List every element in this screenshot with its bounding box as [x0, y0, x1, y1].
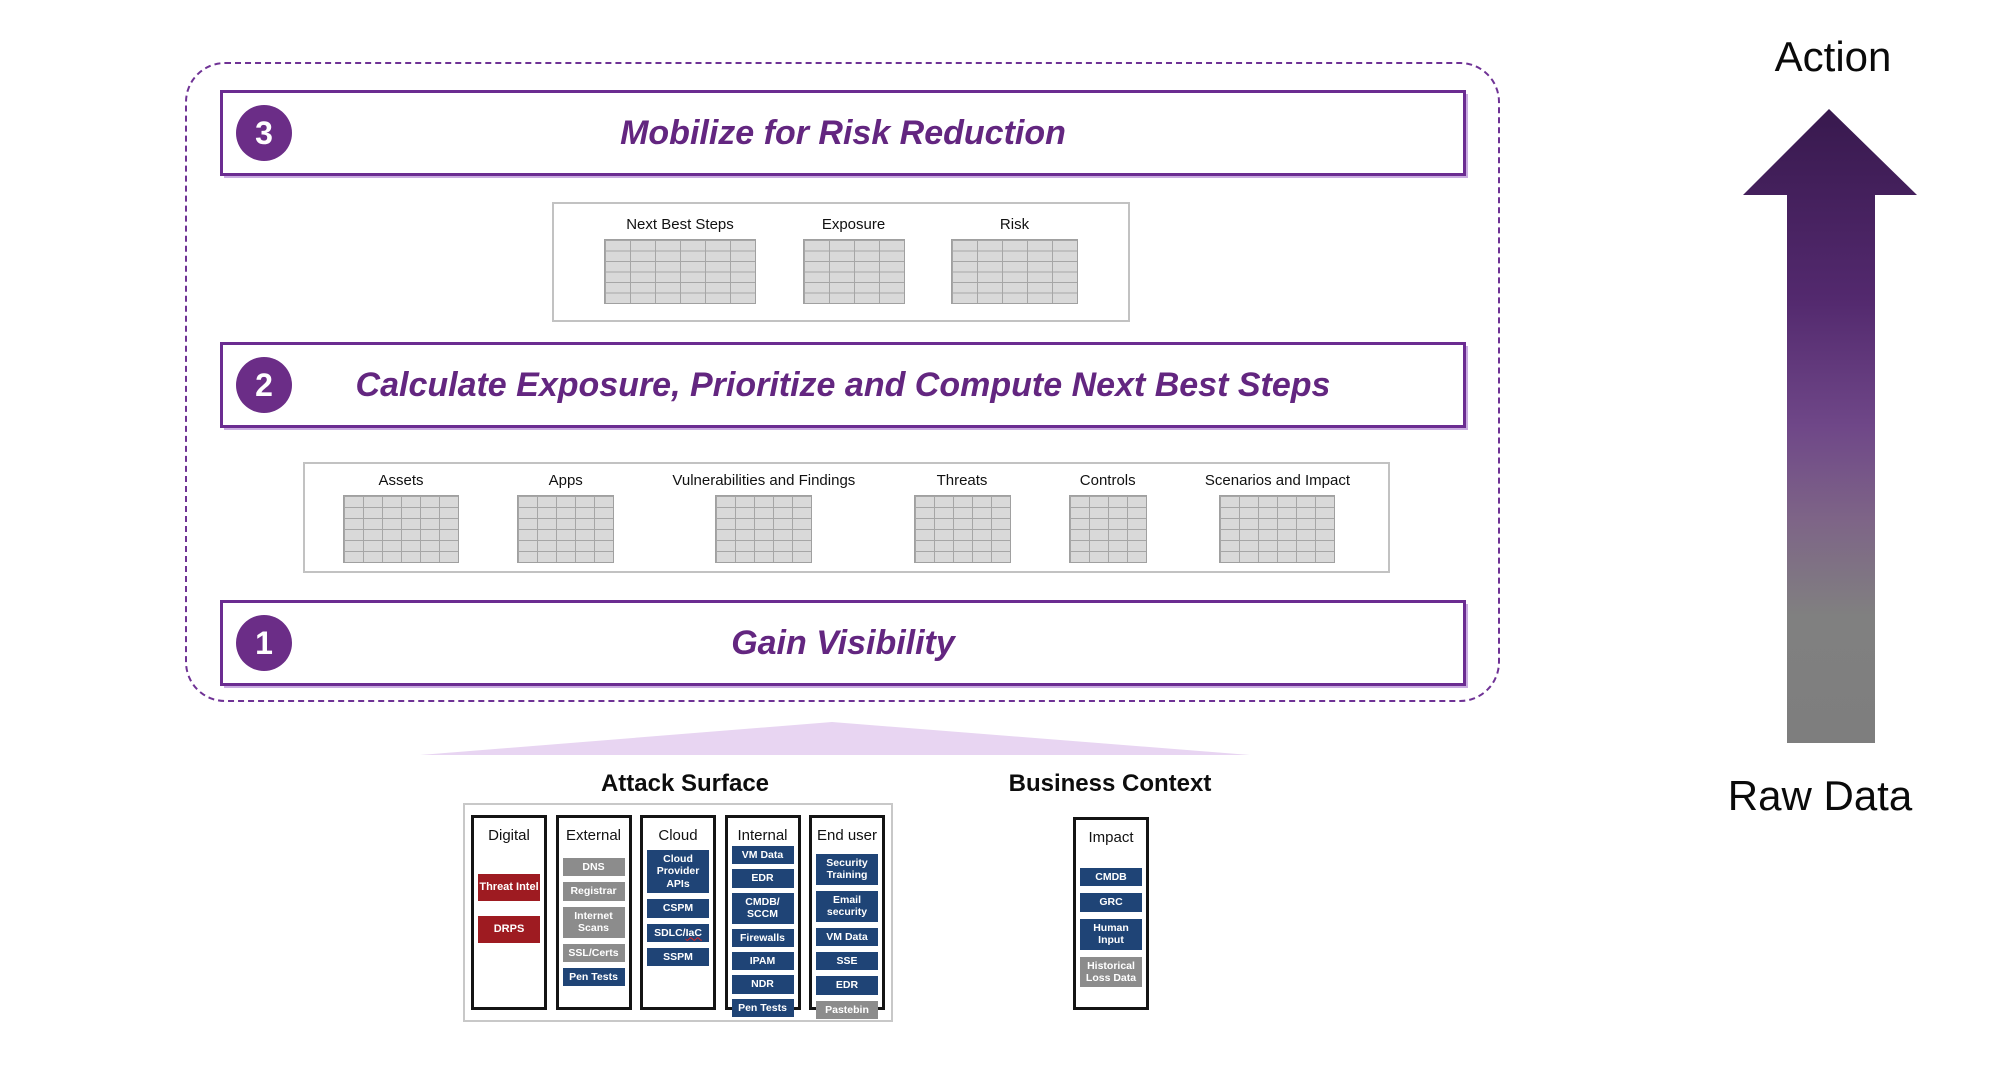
chip-sse: SSE [816, 951, 878, 971]
raw-data-to-action-arrow [1743, 109, 1917, 743]
chip-edr: EDR [731, 869, 794, 888]
chip-pen-tests: Pen Tests [562, 967, 625, 987]
column-header-cloud: Cloud [658, 827, 698, 844]
placeholder-table [802, 239, 905, 304]
arrow-shape [1743, 109, 1917, 743]
placeholder-table [1219, 495, 1336, 563]
pipeline-dashed-frame [185, 62, 1500, 702]
step-1-number-badge: 1 [236, 615, 292, 671]
column-header-external: External [565, 827, 622, 844]
chip-edr: EDR [816, 976, 878, 995]
table-group-apps: Apps [517, 472, 615, 563]
chip-firewalls: Firewalls [731, 928, 794, 947]
chip-ndr: NDR [731, 975, 794, 994]
funnel-triangle [420, 722, 1250, 755]
table-group-scenarios-and-impact: Scenarios and Impact [1205, 472, 1350, 563]
table-group-assets: Assets [343, 472, 459, 563]
chip-sspm: SSPM [647, 947, 709, 967]
chip-security-training: Security Training [816, 854, 878, 885]
table-label: Threats [936, 472, 988, 489]
placeholder-table [951, 239, 1078, 304]
table-label: Exposure [821, 216, 886, 233]
step-1-banner: 1 Gain Visibility [220, 600, 1466, 686]
misspelled-text: IaC [685, 926, 702, 939]
chip-cspm: CSPM [647, 899, 709, 918]
chip-grc: GRC [1080, 893, 1142, 912]
chip-vm-data: VM Data [816, 927, 878, 946]
table-group-next-best-steps: Next Best Steps [604, 216, 756, 304]
chip-vm-data: VM Data [731, 846, 794, 865]
chip-cmdb: CMDB [1080, 868, 1142, 887]
column-header-digital: Digital [488, 827, 530, 844]
column-header-impact: Impact [1088, 829, 1134, 846]
chip-drps: DRPS [478, 915, 540, 943]
chip-ipam: IPAM [731, 951, 794, 971]
column-header-internal: Internal [737, 827, 788, 844]
business-context-title: Business Context [998, 770, 1222, 798]
chip-historical-loss-data: Historical Loss Data [1080, 956, 1142, 988]
placeholder-table [913, 495, 1011, 563]
placeholder-table [517, 495, 615, 563]
inputs-tables-panel: Assets Apps Vulnerabilities and Findings Th… [303, 462, 1390, 573]
step-2-title: Calculate Exposure, Prioritize and Compu… [355, 365, 1331, 404]
table-label: Vulnerabilities and Findings [672, 472, 856, 489]
outputs-tables-panel: Next Best Steps Exposure Risk [552, 202, 1130, 322]
table-label: Risk [999, 216, 1030, 233]
chip-threat-intel: Threat Intel [478, 874, 540, 901]
table-label: Next Best Steps [626, 216, 734, 233]
chip-cloud-provider-apis: Cloud Provider APIs [647, 850, 709, 894]
chip-dns: DNS [562, 858, 625, 877]
placeholder-table [715, 495, 813, 563]
step-3-banner: 3 Mobilize for Risk Reduction [220, 90, 1466, 176]
chip-cmdb-sccm: CMDB/ SCCM [731, 892, 794, 924]
chip-human-input: Human Input [1080, 918, 1142, 950]
chip-sdlc-iac: SDLC/IaC [647, 923, 709, 942]
chip-ssl-certs: SSL/Certs [562, 943, 625, 962]
attack-surface-title: Attack Surface [590, 770, 780, 798]
table-label: Scenarios and Impact [1204, 472, 1350, 489]
table-group-exposure: Exposure [802, 216, 905, 304]
step-3-number-badge: 3 [236, 105, 292, 161]
raw-data-label: Raw Data [1727, 772, 1913, 819]
placeholder-table [1068, 495, 1147, 563]
table-group-threats: Threats [913, 472, 1011, 563]
table-label: Apps [548, 472, 583, 489]
table-group-vulnerabilities-and-findings: Vulnerabilities and Findings [672, 472, 855, 563]
table-group-controls: Controls [1068, 472, 1147, 563]
placeholder-table [343, 495, 459, 563]
chip-pen-tests: Pen Tests [731, 998, 794, 1017]
placeholder-table [604, 239, 756, 304]
step-3-title: Mobilize for Risk Reduction [620, 113, 1066, 152]
chip-registrar: Registrar [562, 882, 625, 901]
chip-internet-scans: Internet Scans [562, 906, 625, 938]
step-2-banner: 2 Calculate Exposure, Prioritize and Comp… [220, 342, 1466, 428]
step-1-title: Gain Visibility [731, 623, 955, 662]
step-2-number-badge: 2 [236, 357, 292, 413]
chip-email-security: Email security [816, 890, 878, 922]
table-label: Assets [378, 472, 424, 489]
chip-pastebin: Pastebin [816, 1000, 878, 1019]
action-label: Action [1774, 33, 1892, 80]
table-group-risk: Risk [951, 216, 1078, 304]
column-header-end-user: End user [816, 827, 878, 844]
table-label: Controls [1079, 472, 1136, 489]
